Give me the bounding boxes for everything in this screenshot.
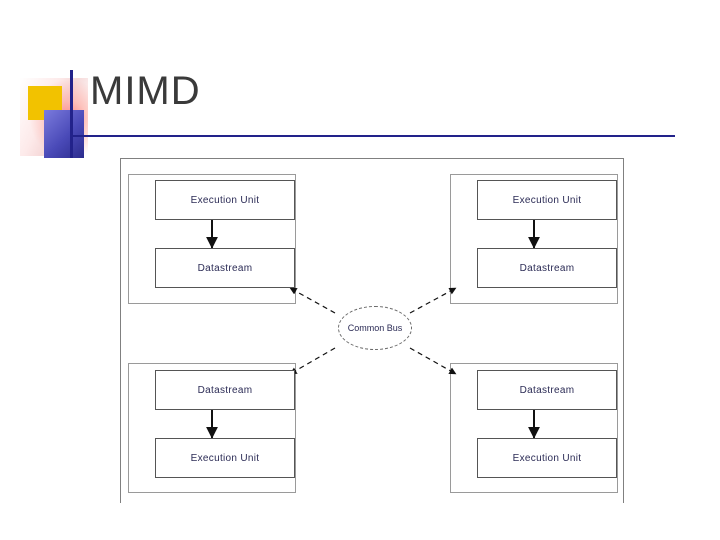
processor-group-top-left	[128, 174, 296, 304]
processor-group-bottom-left	[128, 363, 296, 493]
node-execution-unit-top-right: Execution Unit	[477, 180, 617, 220]
node-execution-unit-bottom-left: Execution Unit	[155, 438, 295, 478]
node-execution-unit-top-left: Execution Unit	[155, 180, 295, 220]
diagram-border-left	[120, 158, 121, 503]
node-datastream-top-left: Datastream	[155, 248, 295, 288]
diagram-border-right	[623, 158, 624, 503]
title-decoration-blue-block	[44, 110, 84, 158]
node-datastream-bottom-right: Datastream	[477, 370, 617, 410]
page-title: MIMD	[90, 69, 201, 113]
diagram-border-top	[120, 158, 624, 159]
node-datastream-bottom-left: Datastream	[155, 370, 295, 410]
title-underline-rule	[70, 135, 675, 137]
node-execution-unit-bottom-right: Execution Unit	[477, 438, 617, 478]
processor-group-bottom-right	[450, 363, 618, 493]
mimd-diagram: Execution Unit Datastream Execution Unit…	[120, 158, 624, 503]
diagram-arrows	[206, 208, 540, 439]
processor-group-top-right	[450, 174, 618, 304]
node-datastream-top-right: Datastream	[477, 248, 617, 288]
common-bus-node: Common Bus	[338, 306, 412, 350]
title-decoration-vertical-line	[70, 70, 73, 158]
